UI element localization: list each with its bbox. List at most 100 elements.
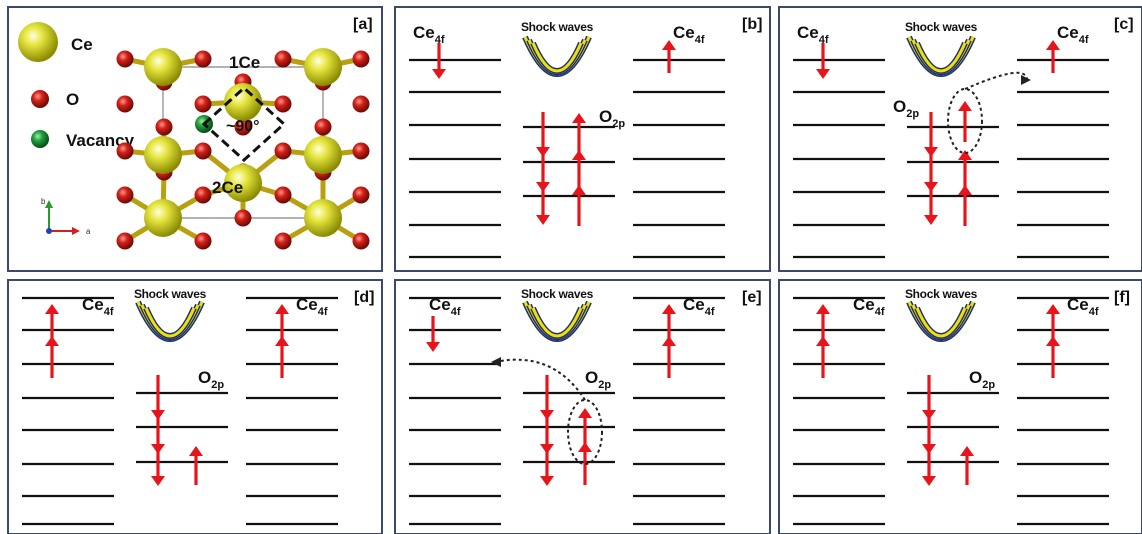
panel-e-tag: [e] [742, 289, 762, 306]
arrow-head [540, 476, 554, 486]
cerium-atom [144, 199, 182, 237]
panel-a: [a] Ce O Vacancy b a 1Ce 2Ce ~90° [7, 6, 383, 272]
cerium-atom [224, 164, 262, 202]
ce-4f-label-right: Ce4f [1057, 23, 1089, 46]
arrow-head [960, 446, 974, 456]
oxygen-atom [274, 186, 292, 204]
shock-wave-icon [135, 300, 205, 342]
panel-c-tag: [c] [1114, 16, 1134, 33]
oxygen-atom [274, 232, 292, 250]
oxygen-atom [194, 50, 212, 68]
panel-f-tag: [f] [1114, 289, 1130, 306]
ce-4f-label-left: Ce4f [853, 295, 885, 318]
legend-o-label: O [66, 90, 79, 109]
arrow-head [1046, 40, 1060, 50]
oxygen-atom [194, 186, 212, 204]
arrow-head [958, 101, 972, 111]
arrow-head [189, 446, 203, 456]
transfer-arrowhead [491, 357, 501, 367]
axis-indicator: b a [41, 197, 91, 236]
transfer-arrowhead [1021, 75, 1031, 85]
o-2p-label: O2p [585, 368, 611, 391]
cerium-atom [304, 136, 342, 174]
arrow-head [45, 304, 59, 314]
axis-a-label: a [86, 227, 91, 236]
oxygen-atom [352, 142, 370, 160]
transfer-path [494, 358, 586, 401]
oxygen-atom [274, 50, 292, 68]
ce-4f-label-left: Ce4f [797, 23, 829, 46]
arrow-head [662, 40, 676, 50]
ce-4f-label-left: Ce4f [429, 295, 461, 318]
arrow-head [924, 215, 938, 225]
legend-vacancy-label: Vacancy [66, 131, 135, 150]
oxygen-atom [116, 95, 134, 113]
ce-4f-label-left: Ce4f [82, 295, 114, 318]
arrow-head [426, 342, 440, 352]
site-1ce-label: 1Ce [229, 53, 260, 72]
legend-vacancy-sphere [31, 130, 49, 148]
angle-label: ~90° [226, 118, 260, 135]
oxygen-atom [116, 232, 134, 250]
arrow-head [816, 69, 830, 79]
oxygen-atom [314, 118, 332, 136]
arrow-head [572, 185, 586, 195]
o-2p-label: O2p [198, 368, 224, 391]
shock-waves-label: Shock waves [521, 20, 594, 34]
arrow-head [578, 442, 592, 452]
arrow-head [572, 113, 586, 123]
oxygen-atom [274, 142, 292, 160]
oxygen-atom [116, 186, 134, 204]
oxygen-atom [234, 209, 252, 227]
cerium-atom [144, 136, 182, 174]
arrow-head [958, 185, 972, 195]
excited-electron-circle [567, 399, 603, 465]
arrow-head [275, 336, 289, 346]
shock-waves-label: Shock waves [521, 287, 594, 301]
arrow-head [432, 69, 446, 79]
arrow-head [816, 304, 830, 314]
legend-ce-label: Ce [71, 35, 93, 54]
arrow-head [662, 336, 676, 346]
ce-4f-label-right: Ce4f [1067, 295, 1099, 318]
oxygen-atom [194, 142, 212, 160]
cerium-atom [304, 48, 342, 86]
arrow-head [1046, 336, 1060, 346]
o-2p-label: O2p [599, 107, 625, 130]
panel-d-tag: [d] [354, 289, 374, 306]
legend-o-sphere [31, 90, 49, 108]
oxygen-atom [194, 232, 212, 250]
oxygen-atom [274, 95, 292, 113]
shock-wave-icon [906, 300, 976, 342]
arrow-head [536, 215, 550, 225]
crystal-structure [116, 48, 370, 250]
o-2p-label: O2p [893, 97, 919, 120]
ce-4f-label-right: Ce4f [683, 295, 715, 318]
oxygen-atom [352, 95, 370, 113]
axis-b-label: b [41, 197, 46, 206]
arrow-head [275, 304, 289, 314]
shock-waves-label: Shock waves [905, 20, 978, 34]
shock-waves-label: Shock waves [134, 287, 207, 301]
legend-ce-sphere [18, 22, 58, 62]
arrow-head [662, 304, 676, 314]
oxygen-atom [352, 50, 370, 68]
shock-wave-icon [522, 35, 592, 77]
oxygen-atom [352, 186, 370, 204]
panel-e-frame [394, 279, 771, 534]
arrow-head [151, 476, 165, 486]
arrow-head [922, 476, 936, 486]
cerium-atom [224, 83, 262, 121]
excited-electron-circle [947, 88, 983, 154]
o-2p-label: O2p [969, 368, 995, 391]
cerium-atom [144, 48, 182, 86]
oxygen-atom [352, 232, 370, 250]
shock-wave-icon [906, 35, 976, 77]
ce-4f-label-left: Ce4f [413, 23, 445, 46]
arrow-head [958, 150, 972, 160]
